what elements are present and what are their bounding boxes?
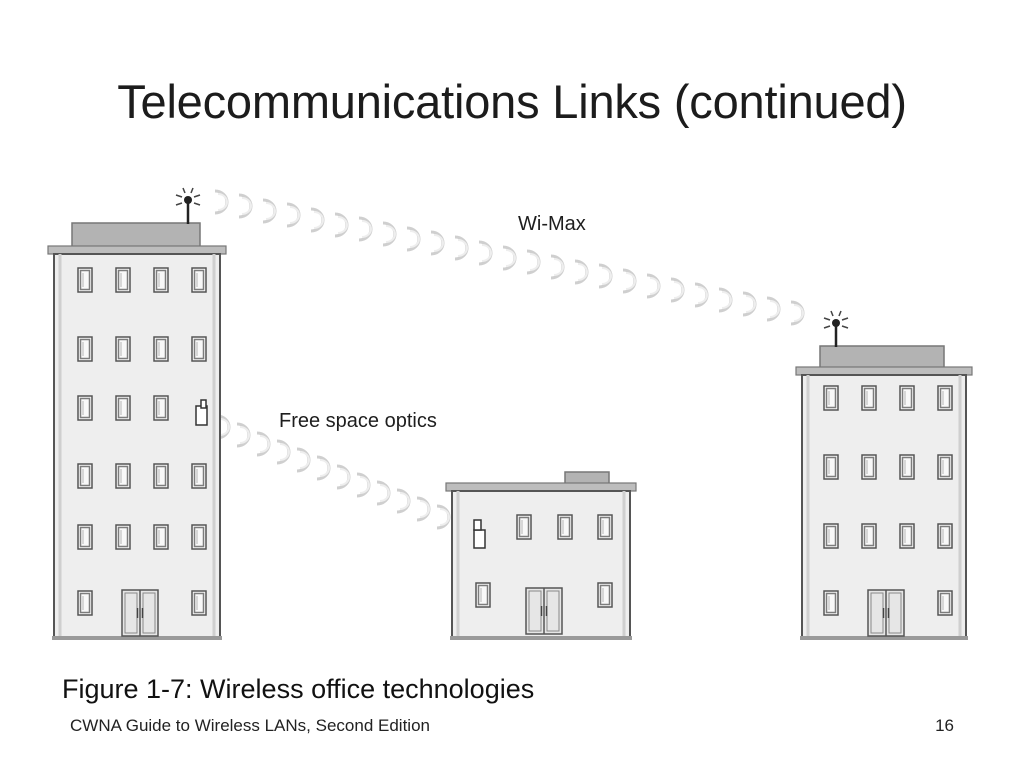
wireless-office-figure: Wi-Max Free space optics bbox=[47, 186, 973, 640]
antenna-icon bbox=[174, 186, 202, 226]
antenna-icon bbox=[822, 309, 850, 349]
building-icon bbox=[47, 222, 227, 640]
optical-transceiver-icon bbox=[195, 399, 208, 426]
figure-caption: Figure 1-7: Wireless office technologies bbox=[62, 674, 535, 704]
fso-signal-waves bbox=[215, 414, 469, 535]
slide-title: Telecommunications Links (continued) bbox=[117, 75, 907, 128]
building-icon bbox=[445, 471, 637, 640]
wimax-label: Wi-Max bbox=[518, 213, 586, 235]
fso-label: Free space optics bbox=[279, 410, 437, 432]
wimax-signal-waves bbox=[213, 189, 805, 326]
optical-transceiver-icon bbox=[473, 519, 486, 549]
footer-book-title: CWNA Guide to Wireless LANs, Second Edit… bbox=[70, 716, 430, 735]
page-number: 16 bbox=[935, 716, 954, 735]
building-icon bbox=[795, 345, 973, 640]
